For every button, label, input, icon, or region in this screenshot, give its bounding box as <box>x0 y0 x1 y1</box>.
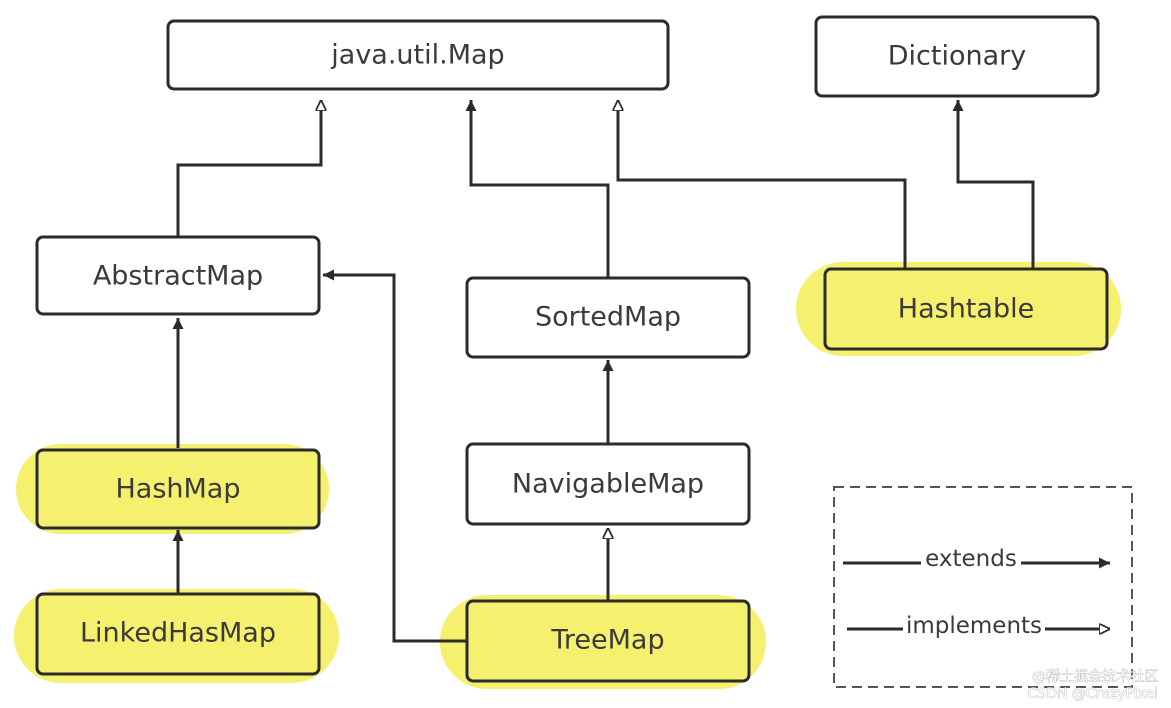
node-abstract-map: AbstractMap <box>35 235 321 316</box>
legend-extends-label: extends <box>925 546 1017 572</box>
node-hash-map-label: HashMap <box>115 474 240 505</box>
connector-abstractmap-implements-map <box>176 100 321 236</box>
connector-hashtable-implements-map <box>618 100 907 268</box>
node-linked-hash-map: LinkedHasMap <box>35 592 321 676</box>
connector-sortedmap-extends-map <box>465 100 610 277</box>
node-hashtable: Hashtable <box>823 267 1109 351</box>
node-tree-map: TreeMap <box>465 599 751 683</box>
connectors <box>172 100 1035 643</box>
node-dictionary-label: Dictionary <box>888 41 1027 72</box>
legend-extends: extends <box>843 546 1110 572</box>
node-tree-map-label: TreeMap <box>550 625 664 656</box>
node-map: java.util.Map <box>166 19 670 91</box>
legend-implements: implements <box>847 613 1110 639</box>
node-sorted-map-label: SortedMap <box>535 302 681 333</box>
legend: extends implements <box>833 486 1133 688</box>
legend-implements-label: implements <box>906 613 1042 639</box>
node-navigable-map: NavigableMap <box>465 442 751 526</box>
node-linked-hash-map-label: LinkedHasMap <box>80 618 276 649</box>
node-navigable-map-label: NavigableMap <box>512 469 704 500</box>
legend-border <box>833 486 1133 688</box>
watermark-line1: @稀土掘金技术社区 <box>1032 669 1158 685</box>
node-dictionary: Dictionary <box>814 15 1100 98</box>
node-sorted-map: SortedMap <box>465 276 751 359</box>
connector-hashtable-extends-dictionary <box>952 100 1035 268</box>
node-map-label: java.util.Map <box>330 40 504 71</box>
watermark-line2: CSDN @CrazyPixel <box>1028 686 1159 702</box>
connector-treemap-extends-abstractmap <box>323 269 468 643</box>
node-hashtable-label: Hashtable <box>898 294 1034 325</box>
node-abstract-map-label: AbstractMap <box>93 261 263 292</box>
watermark: @稀土掘金技术社区 CSDN @CrazyPixel <box>1027 669 1159 703</box>
node-hash-map: HashMap <box>35 448 321 530</box>
